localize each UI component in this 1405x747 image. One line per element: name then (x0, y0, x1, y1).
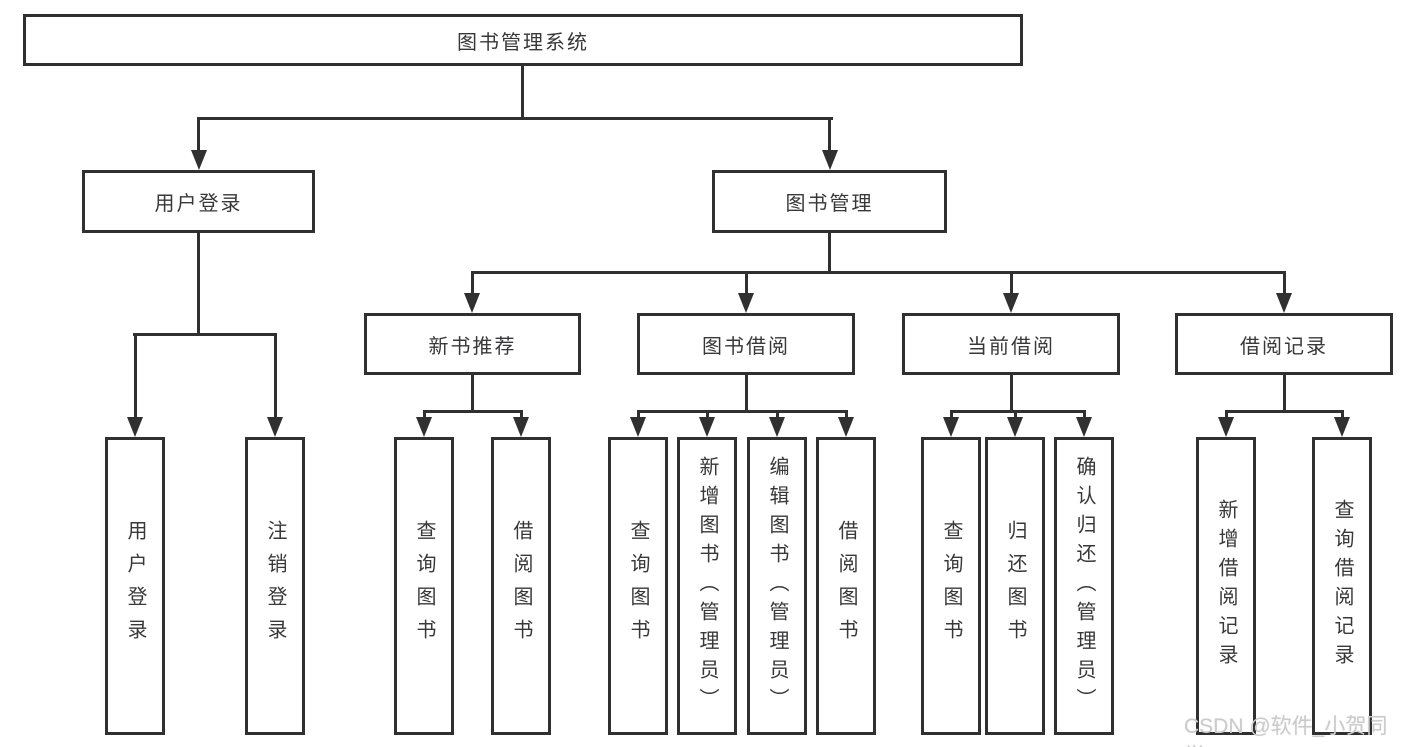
connector-line (423, 410, 426, 419)
connector-line (637, 410, 640, 419)
leaf-label: 查询借阅记录 (1331, 499, 1353, 673)
connector-line (1010, 271, 1013, 296)
leaf-record-query: 查询借阅记录 (1312, 437, 1372, 735)
node-user-login-label: 用户登录 (154, 193, 243, 215)
connector-line (745, 373, 748, 412)
connector-line (776, 410, 779, 419)
arrow-down-icon (1334, 417, 1350, 437)
connector-line (845, 410, 848, 419)
connector-line (828, 231, 831, 273)
arrow-down-icon (822, 150, 838, 170)
connector-line (1341, 410, 1344, 419)
arrow-down-icon (191, 150, 207, 170)
connector-line (520, 410, 523, 419)
leaf-label: 查询图书 (413, 520, 435, 652)
csdn-watermark: CSDN @软件_小贺同学 (1184, 715, 1388, 747)
connector-line (950, 410, 953, 419)
arrow-down-icon (1007, 417, 1023, 437)
leaf-return-book: 归还图书 (985, 437, 1045, 735)
leaf-label: 查询图书 (627, 520, 649, 652)
connector-line (1225, 410, 1344, 413)
connector-line (521, 64, 524, 119)
arrow-down-icon (699, 417, 715, 437)
leaf-label: 新增借阅记录 (1215, 499, 1237, 673)
arrow-down-icon (1076, 417, 1092, 437)
node-current-borrow: 当前借阅 (902, 313, 1120, 375)
arrow-down-icon (1218, 417, 1234, 437)
node-book-borrow: 图书借阅 (637, 313, 855, 375)
connector-line (1083, 410, 1086, 419)
leaf-logout: 注销登录 (245, 437, 305, 735)
arrow-down-icon (1003, 293, 1019, 313)
arrow-down-icon (1276, 293, 1292, 313)
arrow-down-icon (464, 293, 480, 313)
connector-line (1283, 373, 1286, 412)
connector-line (1225, 410, 1228, 419)
arrow-down-icon (267, 417, 283, 437)
leaf-newbook-borrow: 借阅图书 (491, 437, 551, 735)
leaf-label: 用户登录 (124, 520, 146, 652)
arrow-down-icon (630, 417, 646, 437)
leaf-borrow-query: 查询图书 (608, 437, 668, 735)
leaf-label: 查询图书 (940, 520, 962, 652)
node-borrow-record: 借阅记录 (1175, 313, 1393, 375)
node-root-label: 图书管理系统 (457, 31, 589, 54)
node-new-book: 新书推荐 (364, 313, 581, 375)
leaf-label: 编辑图书（管理员） (766, 455, 788, 717)
arrow-down-icon (769, 417, 785, 437)
node-book-mgmt: 图书管理 (712, 170, 947, 233)
connector-line (706, 410, 709, 419)
node-new-book-label: 新书推荐 (428, 335, 517, 358)
arrow-down-icon (943, 417, 959, 437)
leaf-label: 归还图书 (1004, 520, 1026, 652)
leaf-label: 借阅图书 (510, 520, 532, 652)
connector-line (950, 410, 1086, 413)
node-book-borrow-label: 图书借阅 (702, 335, 790, 358)
connector-line (133, 333, 277, 336)
connector-line (197, 117, 833, 120)
node-borrow-record-label: 借阅记录 (1240, 335, 1328, 358)
connector-line (197, 117, 200, 153)
connector-line (471, 373, 474, 412)
connector-line (134, 333, 137, 419)
connector-line (471, 271, 1285, 274)
connector-line (274, 333, 277, 419)
node-book-mgmt-label: 图书管理 (785, 193, 874, 215)
arrow-down-icon (127, 417, 143, 437)
leaf-user-login: 用户登录 (105, 437, 165, 735)
connector-line (423, 410, 523, 413)
leaf-borrow-book: 借阅图书 (816, 437, 876, 735)
leaf-label: 确认归还（管理员） (1073, 455, 1095, 717)
leaf-record-add: 新增借阅记录 (1196, 437, 1256, 735)
arrow-down-icon (838, 417, 854, 437)
arrow-down-icon (738, 293, 754, 313)
connector-line (197, 231, 200, 335)
connector-line (828, 117, 831, 153)
connector-line (1014, 410, 1017, 419)
connector-line (1010, 373, 1013, 412)
leaf-newbook-query: 查询图书 (394, 437, 454, 735)
leaf-current-query: 查询图书 (921, 437, 981, 735)
leaf-label: 新增图书（管理员） (696, 455, 718, 717)
leaf-confirm-return-admin: 确认归还（管理员） (1054, 437, 1114, 735)
connector-line (745, 271, 748, 296)
connector-line (1283, 271, 1286, 296)
leaf-label: 借阅图书 (835, 520, 857, 652)
leaf-label: 注销登录 (264, 520, 286, 652)
arrow-down-icon (416, 417, 432, 437)
node-current-borrow-label: 当前借阅 (967, 335, 1055, 358)
node-root: 图书管理系统 (23, 14, 1023, 66)
arrow-down-icon (513, 417, 529, 437)
leaf-borrow-edit-admin: 编辑图书（管理员） (747, 437, 807, 735)
connector-line (637, 410, 848, 413)
node-user-login: 用户登录 (82, 170, 315, 233)
leaf-borrow-add-admin: 新增图书（管理员） (677, 437, 737, 735)
connector-line (471, 271, 474, 296)
